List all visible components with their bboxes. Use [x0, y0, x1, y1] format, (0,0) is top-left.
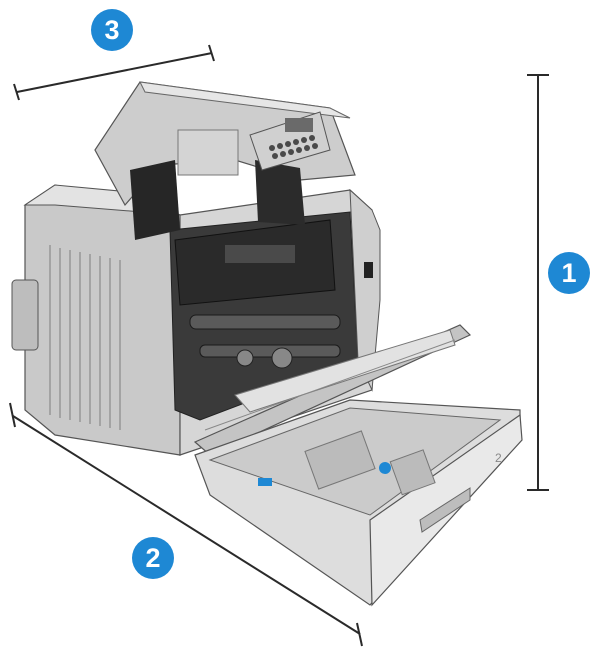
- tray-number-mark: 2: [495, 451, 502, 465]
- control-panel: [249, 111, 331, 171]
- dimension-line-depth: [9, 402, 363, 647]
- callout-label-height: 1: [561, 257, 577, 288]
- callout-label-width: 3: [104, 14, 120, 45]
- callout-badge-height: 1: [548, 252, 590, 294]
- callout-label-depth: 2: [145, 542, 161, 573]
- callout-badge-width: 3: [91, 9, 133, 51]
- printer-body: 2: [11, 81, 523, 607]
- dimension-line-height: [527, 74, 549, 491]
- callout-badge-depth: 2: [132, 537, 174, 579]
- dimension-line-width: [13, 44, 215, 101]
